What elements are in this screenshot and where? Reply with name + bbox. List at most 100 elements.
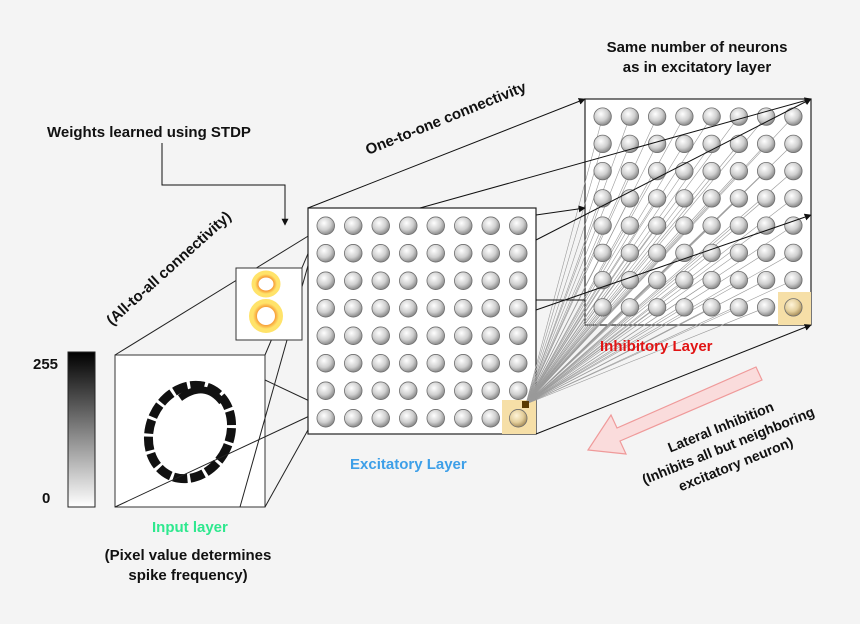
excitatory-neuron [344, 381, 363, 400]
one-to-one-label: One-to-one connectivity [363, 78, 529, 158]
inhibitory-neuron [593, 134, 612, 153]
excitatory-neuron [399, 409, 418, 428]
excitatory-neuron [316, 354, 335, 373]
excitatory-neuron [426, 409, 445, 428]
excitatory-source-marker [522, 401, 529, 408]
colorbar-max-label: 255 [33, 356, 59, 373]
lateral-connection-line [525, 252, 631, 405]
excitatory-neuron [344, 244, 363, 263]
excitatory-neuron [426, 299, 445, 318]
same-number-label: Same number of neurons as in excitatory … [582, 38, 812, 78]
inhibitory-neuron [784, 189, 803, 208]
inhibitory-neuron [757, 216, 776, 235]
lateral-connection-line [525, 143, 712, 405]
inhibitory-neuron [648, 216, 667, 235]
excitatory-neuron [344, 216, 363, 235]
inhibitory-neuron [593, 243, 612, 262]
inhibitory-neuron [702, 216, 721, 235]
inhibitory-neuron [729, 243, 748, 262]
excitatory-neuron-grid [316, 216, 528, 428]
excitatory-neuron [426, 381, 445, 400]
excitatory-neuron [454, 299, 473, 318]
excitatory-neuron [316, 271, 335, 290]
lateral-connection-line [525, 116, 603, 405]
lateral-connection-line [525, 307, 767, 405]
excitatory-neuron [509, 271, 528, 290]
inhibitory-neuron [757, 189, 776, 208]
inhibitory-neuron [593, 162, 612, 181]
weight-heatmap [235, 267, 303, 341]
inhibitory-neuron [620, 162, 639, 181]
excitatory-neuron [371, 271, 390, 290]
excitatory-neuron [316, 409, 335, 428]
input-layer-title: Input layer [152, 519, 228, 536]
excitatory-neuron [454, 244, 473, 263]
same-number-line-2: as in excitatory layer [622, 59, 772, 76]
excitatory-neuron [454, 326, 473, 345]
input-caption-line-2: spike frequency) [128, 567, 248, 584]
inhibitory-neuron [675, 189, 694, 208]
inhibitory-neuron [648, 107, 667, 126]
excitatory-neuron [509, 409, 528, 428]
same-number-line-1: Same number of neurons [606, 39, 788, 56]
excitatory-neuron [399, 326, 418, 345]
inhibitory-neuron-grid [593, 107, 803, 317]
excitatory-neuron [481, 271, 500, 290]
lateral-connection-line [525, 171, 603, 405]
inhibitory-neuron [675, 271, 694, 290]
lateral-connection-line [525, 279, 794, 405]
inhibitory-neuron [702, 243, 721, 262]
inhibitory-neuron [648, 162, 667, 181]
excitatory-neuron [344, 271, 363, 290]
lateral-connection-line [525, 143, 631, 405]
inhibitory-neuron [757, 243, 776, 262]
excitatory-neuron [371, 244, 390, 263]
inhibitory-neuron [784, 243, 803, 262]
inhibitory-neuron [593, 216, 612, 235]
inhibitory-neuron [648, 271, 667, 290]
inhibitory-neuron [702, 162, 721, 181]
excitatory-neuron [509, 326, 528, 345]
lateral-connection-line [525, 307, 739, 405]
excitatory-neuron [316, 299, 335, 318]
excitatory-neuron [399, 271, 418, 290]
inhibitory-neuron [757, 271, 776, 290]
inhibitory-neuron [784, 134, 803, 153]
lateral-connection-line [525, 307, 685, 405]
inhibitory-neuron [729, 298, 748, 317]
inhibitory-neuron [648, 243, 667, 262]
excitatory-neuron [454, 271, 473, 290]
excitatory-neuron [509, 244, 528, 263]
excitatory-neuron [481, 354, 500, 373]
excitatory-neuron [371, 216, 390, 235]
inhibitory-neuron [620, 298, 639, 317]
inhibitory-neuron [784, 107, 803, 126]
excitatory-neuron [454, 216, 473, 235]
inhibitory-neuron [729, 189, 748, 208]
excitatory-neuron [481, 381, 500, 400]
one-to-one-connections [307, 97, 812, 435]
inhibitory-neuron [757, 298, 776, 317]
inhibitory-neuron [784, 162, 803, 181]
stdp-pointer-arrow [161, 143, 289, 226]
inhibitory-neuron [675, 298, 694, 317]
inhibitory-neuron [757, 107, 776, 126]
inhibitory-neuron [702, 271, 721, 290]
excitatory-neuron [509, 381, 528, 400]
input-caption-line-1: (Pixel value determines [104, 547, 272, 564]
excitatory-neuron [399, 244, 418, 263]
inhibitory-layer-title: Inhibitory Layer [600, 338, 713, 355]
inhibitory-layer-box [584, 98, 812, 326]
inhibitory-neuron [729, 107, 748, 126]
inhibitory-neuron [593, 271, 612, 290]
lateral-connection-line [525, 307, 603, 405]
excitatory-neuron [399, 354, 418, 373]
lateral-connection-line [525, 198, 603, 405]
excitatory-neuron [426, 326, 445, 345]
excitatory-neuron [399, 216, 418, 235]
inhibitory-neuron [757, 134, 776, 153]
excitatory-neuron [481, 216, 500, 235]
inhibitory-neuron [675, 162, 694, 181]
lateral-connection-line [525, 307, 658, 405]
inhibitory-neuron [784, 271, 803, 290]
